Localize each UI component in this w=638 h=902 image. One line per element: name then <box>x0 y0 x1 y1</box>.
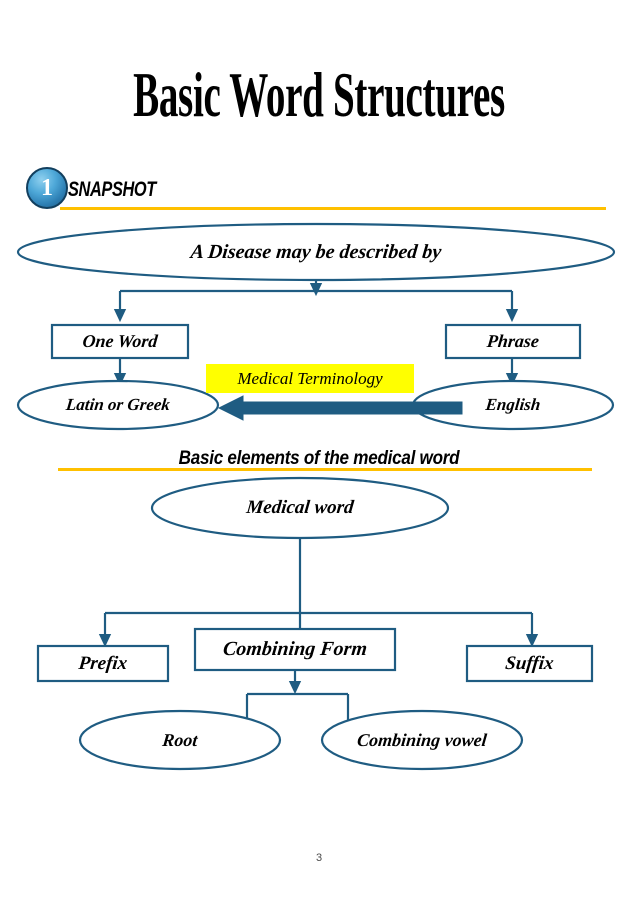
node-prefix: Prefix <box>77 652 129 674</box>
node-root: Root <box>161 729 199 750</box>
node-a-disease-may-be-described-by: A Disease may be described by <box>189 240 443 263</box>
highlight-medical-terminology-label: Medical Terminology <box>237 368 383 388</box>
snapshot-divider <box>60 207 606 210</box>
node-medical-word: Medical word <box>245 497 355 518</box>
elements-divider <box>58 468 592 471</box>
highlight-medical-terminology: Medical Terminology <box>206 364 414 393</box>
node-combining-form: Combining Form <box>221 638 369 660</box>
node-english: English <box>484 395 542 414</box>
snapshot-badge: 1 <box>26 167 68 209</box>
node-phrase: Phrase <box>485 331 541 351</box>
elements-heading: Basic elements of the medical word <box>178 448 460 469</box>
node-one-word: One Word <box>81 331 159 351</box>
node-combining-vowel: Combining vowel <box>356 729 488 750</box>
page-number: 3 <box>315 852 323 864</box>
snapshot-label: SNAPSHOT <box>68 178 156 201</box>
node-suffix: Suffix <box>504 652 555 674</box>
page-title: Basic Word Structures <box>133 60 505 130</box>
node-latin-or-greek: Latin or Greek <box>65 395 171 414</box>
